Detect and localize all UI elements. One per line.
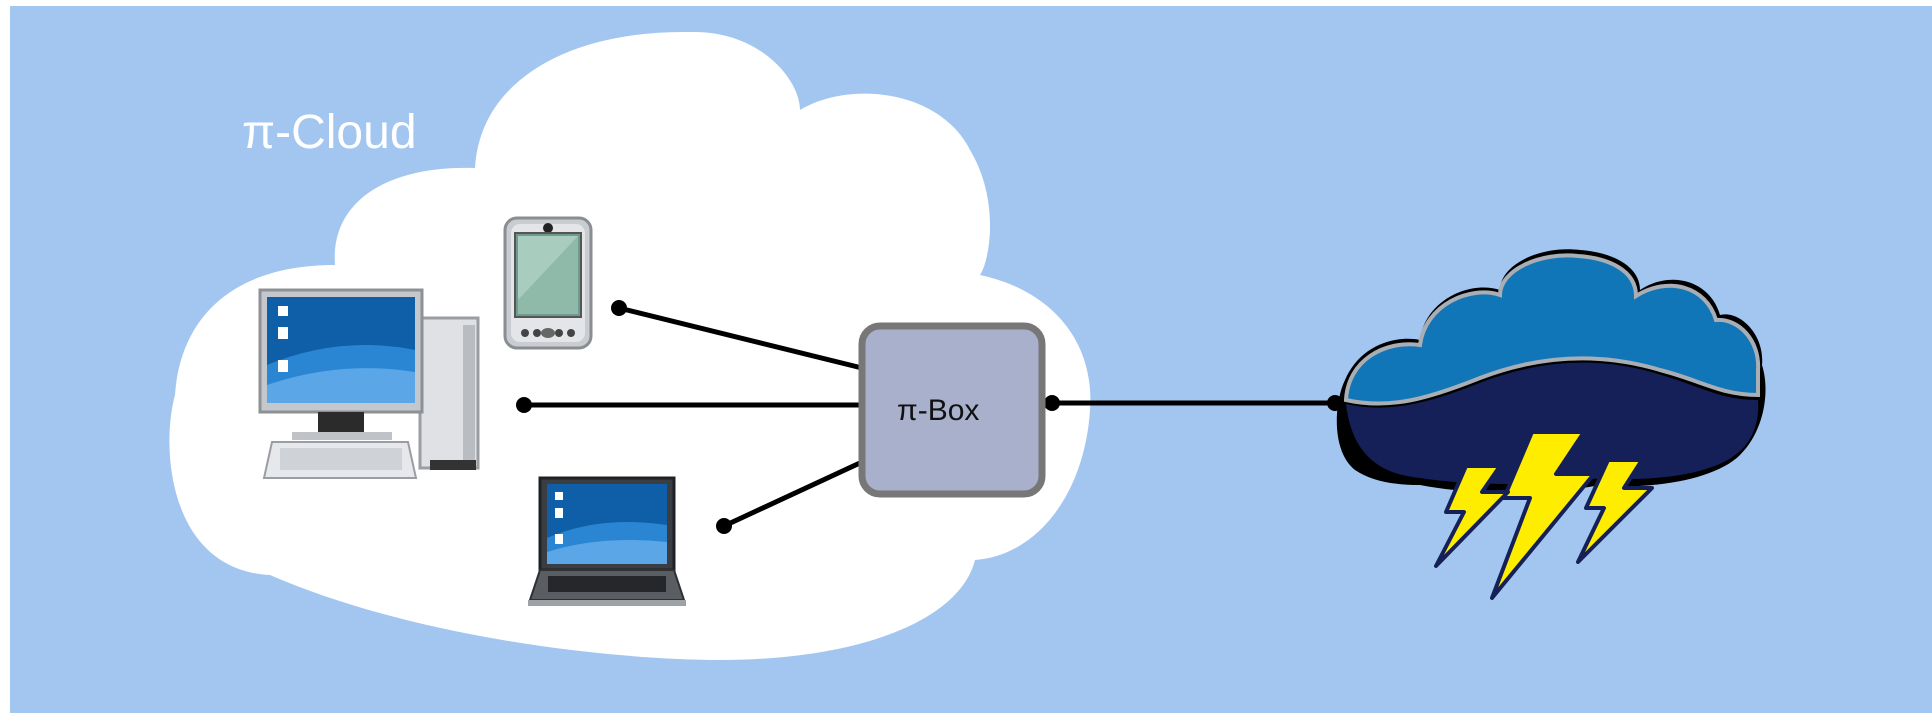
desktop-connector-dot [516,397,532,413]
pda-icon [503,216,593,350]
laptop-connector-dot [716,518,732,534]
laptop-icon [528,476,686,606]
pi-box: π-Box [858,322,1046,498]
lightning-bolt-icon [1490,430,1596,600]
connector-dots [516,300,1343,534]
connector-lines [524,305,1335,529]
edge-laptop-to-box [722,459,864,529]
pi-box-label: π-Box [897,394,979,427]
edge-pda-to-box [618,305,863,371]
storm-cloud-icon [1336,249,1766,600]
lightning-bolt-icon [1434,464,1510,568]
lightning-bolt-icon [1576,458,1654,564]
box-connector-dot [1044,395,1060,411]
desktop-computer-icon [258,288,480,479]
pi-cloud-label: π-Cloud [242,106,417,159]
pi-cloud-shape [169,31,1091,661]
pda-connector-dot [611,300,627,316]
pi-box-shape [858,322,1046,498]
